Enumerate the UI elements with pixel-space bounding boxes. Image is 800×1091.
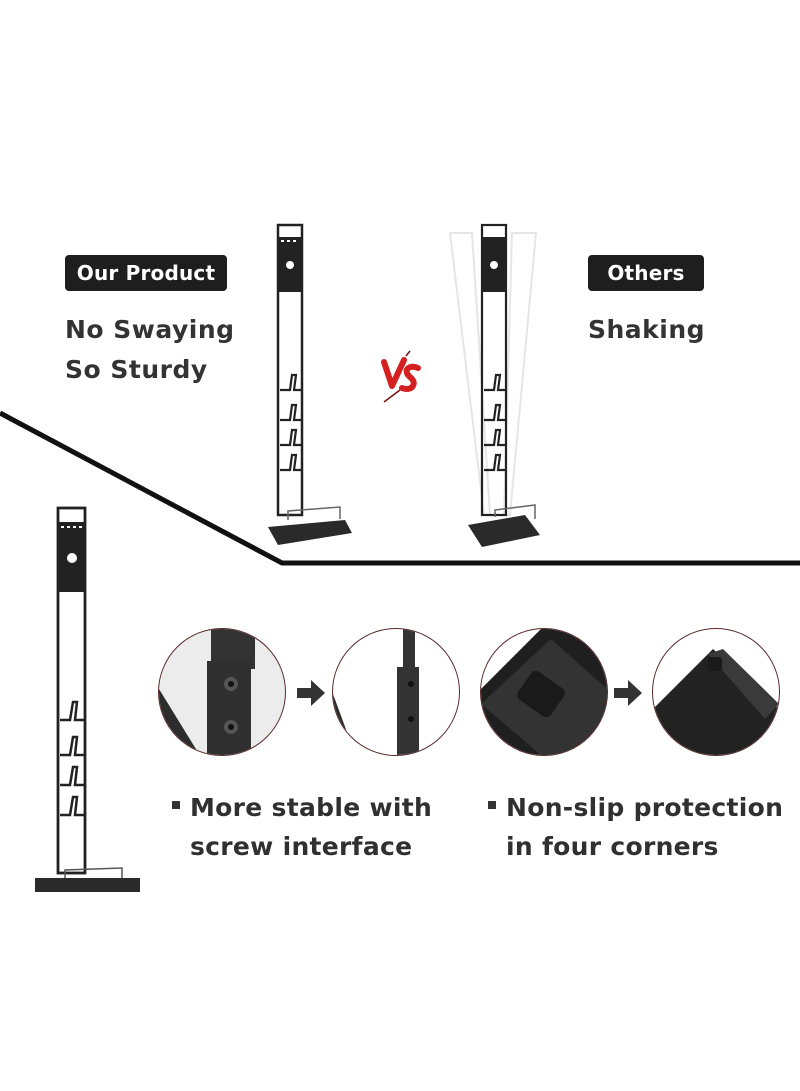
stand-our-product-image (268, 223, 352, 545)
arrow-right-icon (614, 680, 642, 706)
our-product-line-2: So Sturdy (65, 355, 208, 384)
feature-2-text-1: Non-slip protection (506, 793, 784, 822)
feature-1-line-1: More stable with (172, 788, 432, 827)
feature-2-line-1: Non-slip protection (488, 788, 783, 827)
feature-1-text-2: screw interface (190, 832, 413, 861)
feature-1-line-2: screw interface (172, 827, 432, 866)
feature-1-text-1: More stable with (190, 793, 433, 822)
our-product-line-1: No Swaying (65, 315, 235, 344)
others-line-1: Shaking (588, 315, 706, 344)
stand-others-image (448, 223, 540, 547)
others-badge: Others (588, 255, 704, 291)
arrow-right-icon (297, 680, 325, 706)
corner-after-detail-image (652, 628, 780, 756)
corner-before-detail-image (480, 628, 608, 756)
bullet-square-icon (172, 801, 180, 809)
stand-main-image (35, 506, 140, 892)
our-product-badge: Our Product (65, 255, 227, 291)
vs-icon (381, 350, 421, 403)
feature-2-line-2: in four corners (488, 827, 783, 866)
screw-after-detail-image (332, 628, 460, 756)
feature-non-slip: Non-slip protection in four corners (488, 788, 783, 866)
bullet-square-icon (488, 801, 496, 809)
feature-2-text-2: in four corners (506, 832, 719, 861)
screw-before-detail-image (158, 628, 286, 756)
feature-screw-interface: More stable with screw interface (172, 788, 432, 866)
